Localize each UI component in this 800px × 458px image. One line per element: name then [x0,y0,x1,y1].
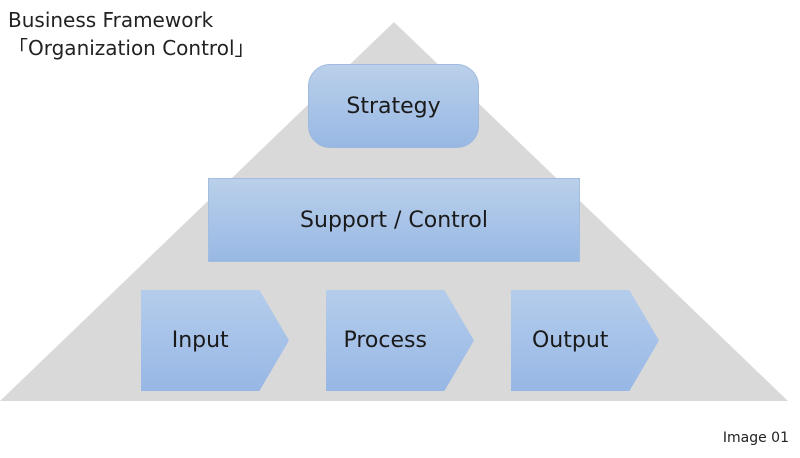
image-caption: Image 01 [722,430,789,446]
diagram-title-line-1: Business Framework [8,8,214,32]
input-arrow: Input [141,290,289,391]
support-control-box: Support / Control [208,178,580,262]
strategy-box: Strategy [308,64,479,148]
strategy-label: Strategy [346,93,441,119]
diagram-title: Business Framework 「Organization Control… [8,6,255,62]
diagram-title-line-2: 「Organization Control」 [8,36,255,60]
output-label: Output [531,328,609,353]
input-label: Input [171,328,229,353]
process-label: Process [343,328,427,353]
output-arrow: Output [511,290,659,391]
process-arrow: Process [326,290,474,391]
support-control-label: Support / Control [300,207,488,233]
